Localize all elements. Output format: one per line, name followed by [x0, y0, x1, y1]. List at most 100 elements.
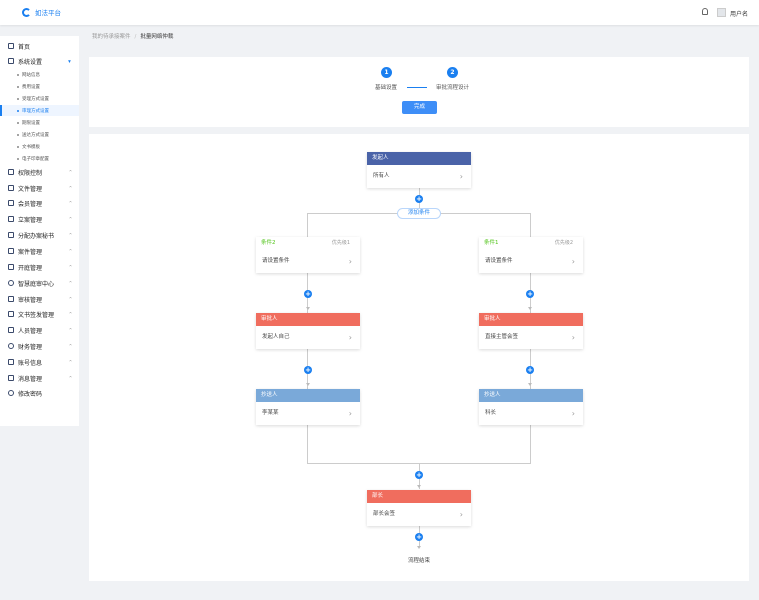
sidebar-sub-item[interactable]: 文书模板: [0, 141, 79, 152]
sidebar-item-smart-court[interactable]: 智慧庭审中心⌃: [0, 276, 79, 290]
sidebar-item-label: 会员管理: [18, 200, 43, 208]
message-icon: [8, 375, 14, 381]
caret-icon: ⌃: [68, 231, 73, 239]
sidebar-item-permissions[interactable]: 权限控制⌃: [0, 165, 79, 179]
sidebar-item-home[interactable]: 首页: [0, 39, 79, 53]
sidebar-item-label: 财务管理: [18, 343, 43, 351]
logo[interactable]: 如法平台: [22, 7, 61, 17]
chevron-right-icon: ›: [459, 510, 463, 519]
step-2-circle[interactable]: 2: [447, 67, 458, 78]
sidebar-sub-item[interactable]: 期限设置: [0, 117, 79, 128]
caret-icon: ⌃: [68, 263, 73, 271]
sidebar-item-assign-secretary[interactable]: 分配办案秘书 ⌃: [0, 228, 79, 242]
bullet-icon: [17, 145, 19, 148]
sidebar-item-label: 文书签发管理: [18, 311, 55, 319]
breadcrumb-separator: /: [134, 34, 137, 40]
sidebar-sub-label: 期限设置: [22, 120, 40, 126]
sidebar-item-account[interactable]: 账号信息⌃: [0, 355, 79, 369]
bell-icon[interactable]: [702, 8, 708, 15]
list-icon: [8, 248, 14, 254]
flow-node-cc[interactable]: 抄送人 科长›: [479, 389, 583, 425]
home-icon: [8, 43, 14, 49]
sidebar-item-members[interactable]: 会员管理⌃: [0, 196, 79, 210]
caret-icon: ⌃: [68, 342, 73, 350]
sidebar-sub-item[interactable]: 电子印章配置: [0, 153, 79, 164]
connector-line: [307, 213, 308, 237]
sidebar-sub-label: 费用设置: [22, 84, 40, 90]
sidebar-item-label: 分配办案秘书: [18, 232, 55, 240]
sidebar-item-label: 立案管理: [18, 216, 43, 224]
step-1-circle[interactable]: 1: [381, 67, 392, 78]
flow-node-approver[interactable]: 审批人 直接主管会签›: [479, 313, 583, 349]
flow-node-final-approver[interactable]: 部长 部长会签›: [367, 490, 471, 526]
flow-node-cc[interactable]: 抄送人 李某某›: [256, 389, 360, 425]
sidebar-item-label: 账号信息: [18, 359, 43, 367]
add-node-plus-icon[interactable]: +: [415, 533, 423, 541]
sidebar-sub-item[interactable]: 送达方式设置: [0, 129, 79, 140]
sidebar-sub-item[interactable]: 受理方式设置: [0, 93, 79, 104]
gear-icon: [8, 280, 14, 286]
lock-icon: [8, 390, 14, 396]
case-icon: [8, 216, 14, 222]
avatar[interactable]: [717, 8, 726, 17]
node-value: 发起人自己: [262, 334, 290, 340]
person-icon: [8, 327, 14, 333]
add-node-plus-icon[interactable]: +: [526, 366, 534, 374]
sidebar-sub-item[interactable]: 费用设置: [0, 81, 79, 92]
arrow-down-icon: [417, 485, 421, 488]
sidebar-sub-label: 电子印章配置: [22, 156, 49, 162]
sidebar-item-label: 文件管理: [18, 185, 43, 193]
add-condition-button[interactable]: 添加条件: [397, 208, 441, 219]
flow-node-approver[interactable]: 审批人 发起人自己›: [256, 313, 360, 349]
folder-icon: [8, 185, 14, 191]
condition-title: 条件2: [261, 240, 276, 246]
arrow-down-icon: [306, 383, 310, 386]
sidebar-sub-label: 受理方式设置: [22, 96, 49, 102]
condition-title: 条件1: [484, 240, 499, 246]
sidebar-item-messages[interactable]: 消息管理⌃: [0, 371, 79, 385]
user-icon: [8, 232, 14, 238]
sidebar-item-audit[interactable]: 审核管理⌃: [0, 292, 79, 306]
add-node-plus-icon[interactable]: +: [304, 366, 312, 374]
caret-icon: ⌃: [68, 184, 73, 192]
node-title: 审批人: [256, 313, 360, 326]
sidebar-item-label: 开庭管理: [18, 264, 43, 272]
breadcrumb-parent[interactable]: 我的待承接案件: [92, 34, 131, 40]
sidebar-item-password[interactable]: 修改密码: [0, 386, 79, 400]
user-name[interactable]: 用户名: [730, 11, 749, 18]
add-node-plus-icon[interactable]: +: [304, 290, 312, 298]
sidebar-sub-item-active[interactable]: 审理方式设置: [0, 105, 79, 116]
sidebar-item-filing[interactable]: 立案管理⌃: [0, 212, 79, 226]
sidebar-item-finance[interactable]: 财务管理 ⌃: [0, 339, 79, 353]
sidebar-sub-item[interactable]: 网站信息: [0, 69, 79, 80]
audit-icon: [8, 296, 14, 302]
sidebar-item-hearings[interactable]: 开庭管理 ⌃: [0, 260, 79, 274]
sidebar-item-files[interactable]: 文件管理 ⌃: [0, 181, 79, 195]
bullet-icon: [17, 157, 19, 160]
node-value: 直接主管会签: [485, 334, 519, 340]
node-title: 审批人: [479, 313, 583, 326]
caret-icon: ⌃: [68, 279, 73, 287]
done-button[interactable]: 完成: [402, 101, 437, 114]
chevron-right-icon: ›: [459, 172, 463, 181]
document-icon: [8, 311, 14, 317]
sidebar-item-documents[interactable]: 文书签发管理⌃: [0, 307, 79, 321]
node-body: 科长›: [479, 402, 583, 425]
caret-icon: ⌃: [68, 247, 73, 255]
add-node-plus-icon[interactable]: +: [415, 471, 423, 479]
sidebar-item-personnel[interactable]: 人员管理⌃: [0, 323, 79, 337]
sidebar-item-label: 权限控制: [18, 169, 43, 177]
sidebar-item-label: 审核管理: [18, 296, 43, 304]
flow-node-initiator[interactable]: 发起人 所有人›: [367, 152, 471, 188]
add-node-plus-icon[interactable]: +: [415, 195, 423, 203]
priority-label: 优先级1: [331, 240, 350, 246]
node-body: 发起人自己›: [256, 326, 360, 349]
sidebar-item-cases[interactable]: 案件管理⌃: [0, 244, 79, 258]
sidebar-sub-label: 网站信息: [22, 72, 40, 78]
sidebar-item-system-settings[interactable]: 系统设置 ▾: [0, 54, 79, 68]
caret-down-icon: ▾: [68, 57, 71, 65]
add-node-plus-icon[interactable]: +: [526, 290, 534, 298]
node-value: 李某某: [262, 410, 279, 416]
